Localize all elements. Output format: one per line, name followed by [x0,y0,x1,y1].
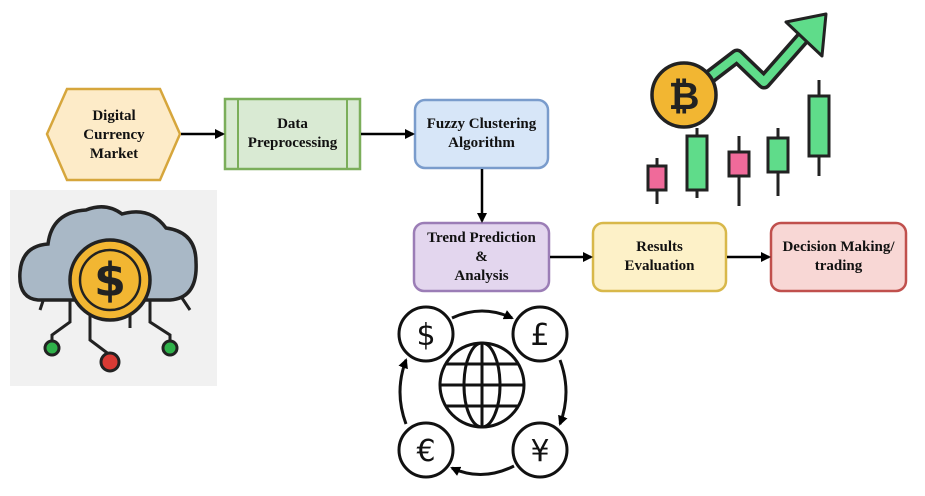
currency-symbol: ¥ [530,434,549,469]
node-data-preprocessing [223,97,362,171]
dollar-icon [397,305,455,363]
node-digital-currency-market [45,87,182,182]
currency-exchange-cycle-icon [397,305,569,479]
currency-symbol: € [416,434,435,469]
node-fuzzy-clustering [413,98,550,170]
pound-icon [511,305,569,363]
label-digital-currency-market: Digital Currency Market [83,107,145,162]
currency-symbol: $ [416,318,435,353]
label-decision-making: Decision Making/ trading [782,239,895,274]
label-data-preprocessing: Data Preprocessing [247,116,338,151]
cloud-dollar-icon: $ [10,190,217,386]
currency-symbol: £ [530,318,549,353]
label-fuzzy-clustering: Fuzzy Clustering Algorithm [426,116,537,151]
label-results-evaluation: Results Evaluation [624,239,695,274]
node-decision-making [769,221,908,293]
yen-icon [511,421,569,479]
svg-text:₿: ₿ [669,74,700,118]
bitcoin-candlestick-chart-icon: ₿ [638,12,836,208]
euro-icon [397,421,455,479]
node-trend-prediction [412,221,551,293]
node-results-evaluation [591,221,728,293]
svg-text:$: $ [94,253,126,307]
label-trend-prediction: Trend Prediction & Analysis [427,229,536,284]
